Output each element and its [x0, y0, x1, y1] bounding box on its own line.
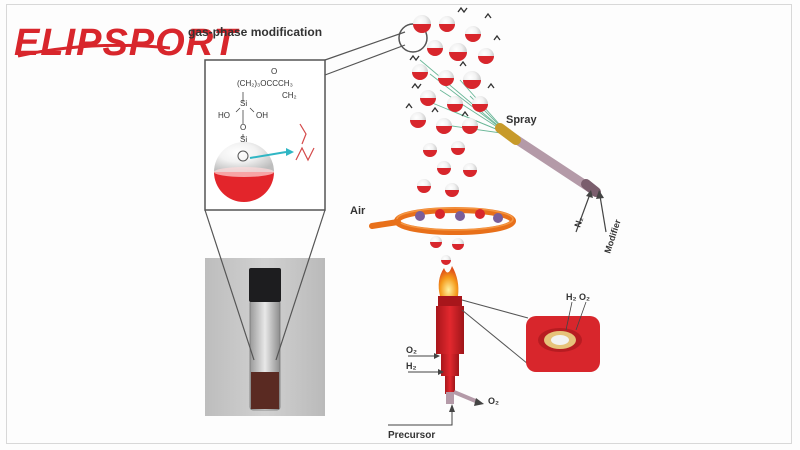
o2-bottom-arrow: [453, 390, 479, 404]
particle: [493, 213, 503, 223]
spray-nozzle: [503, 129, 595, 193]
frame: [6, 4, 792, 444]
section-zoom-top: [461, 299, 529, 319]
logo-swoosh: [17, 43, 171, 58]
torch-lower: [445, 376, 455, 394]
formula-si-2: Si: [240, 135, 247, 144]
particle: [455, 211, 465, 221]
formula-top-o: O: [271, 67, 277, 76]
particle-plume-middle: [417, 141, 477, 197]
o2-left-label: O₂: [406, 345, 417, 355]
formula-bonds: [227, 92, 257, 153]
janus-particle-bottom: [214, 172, 274, 202]
n2-arrow-head: [586, 190, 593, 198]
formula-group: (CH₂)₃OCCCH₃: [237, 79, 293, 88]
air-inlet: [369, 219, 401, 229]
o2-bottom-arrow-head: [474, 398, 484, 406]
h2-o2-top-label: H₂ O₂: [566, 292, 590, 302]
surface-site: [237, 150, 249, 162]
formula-ho: HO: [218, 111, 230, 120]
precursor-arrow-head: [449, 404, 455, 412]
h2-pointer: [565, 301, 573, 331]
h2-left-label: H₂: [406, 361, 417, 371]
torch-middle: [441, 354, 459, 376]
spray-nozzle-end: [581, 179, 601, 197]
formula-oh: OH: [256, 111, 268, 120]
o2-left-arrow-head: [434, 353, 440, 359]
formula-si: Si: [240, 99, 247, 108]
formula-o-1: O: [240, 123, 246, 132]
modifier-label: Modifier: [602, 218, 622, 255]
diagram-title: gas-phase modification: [188, 25, 322, 39]
zoom-line-top: [324, 31, 406, 61]
h2-left-arrow-head: [438, 369, 444, 375]
cyan-arrow-head: [286, 148, 294, 156]
section-zoom-bottom: [461, 309, 529, 365]
vial-cap: [249, 268, 281, 302]
flame: [438, 266, 459, 296]
air-ring-highlight: [396, 207, 514, 231]
air-label: Air: [350, 205, 366, 217]
elipsport-logo: ELIPSPORT: [14, 22, 238, 65]
torch-inlet: [446, 392, 454, 404]
torch-section-core: [551, 335, 569, 345]
chain-side: [299, 123, 307, 145]
ring-particles: [415, 209, 503, 223]
formula-ch2: CH₂: [282, 91, 297, 100]
o2-bottom-label: O₂: [488, 396, 499, 406]
spray-nozzle-tip: [495, 123, 521, 145]
n2-label: N₂: [572, 216, 585, 229]
particle-plume-lower: [430, 236, 464, 265]
modifier-arrow: [599, 195, 607, 233]
janus-particle-top: [214, 142, 274, 172]
spray-label: Spray: [506, 114, 537, 126]
precursor-label: Precursor: [388, 430, 435, 441]
modifier-squiggles: [405, 6, 501, 117]
precursor-line: [388, 408, 453, 426]
zoom-line-bottom: [324, 44, 406, 76]
vial-liquid: [251, 372, 279, 409]
particle-plume-top: [410, 15, 494, 134]
particle: [415, 211, 425, 221]
photo-zoom-right: [275, 209, 326, 361]
particle: [475, 209, 485, 219]
n2-arrow: [575, 193, 591, 233]
cyan-arrow: [249, 151, 287, 159]
particle: [435, 209, 445, 219]
modifier-arrow-head: [596, 190, 604, 199]
torch-head: [438, 296, 462, 308]
photo-zoom-left: [204, 209, 255, 361]
torch-upper: [436, 306, 464, 354]
janus-particle-equator: [214, 167, 274, 177]
logo-text: ELIPSPORT: [14, 22, 238, 64]
o2-pointer: [575, 301, 587, 331]
attached-chain: [295, 146, 315, 162]
